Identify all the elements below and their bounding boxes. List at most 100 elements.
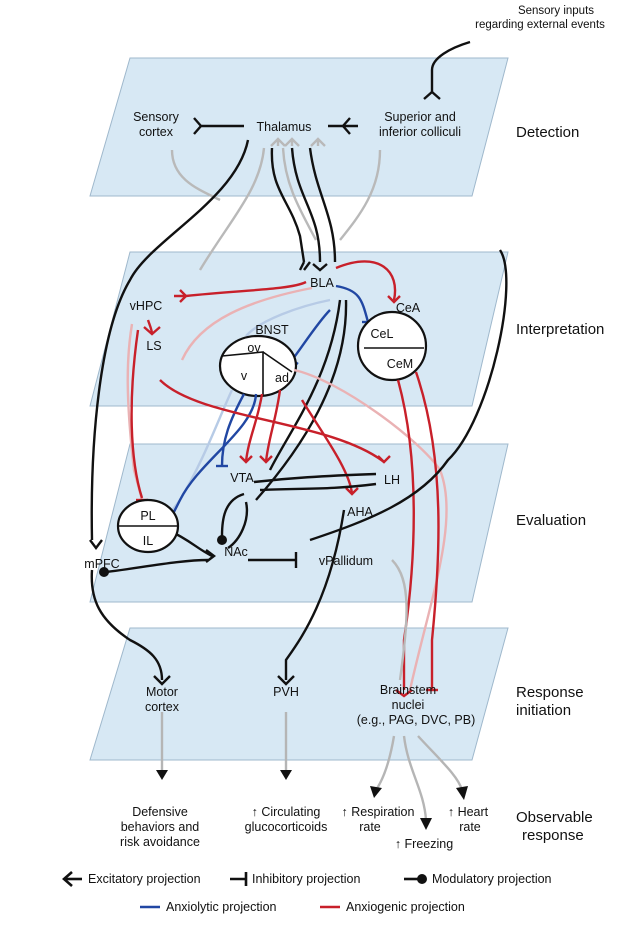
thalamus-colliculi-terminal <box>341 117 351 135</box>
vta-red-terminal-1 <box>239 455 253 464</box>
legend-inhibitory-label: Inhibitory projection <box>252 872 360 886</box>
nac-label: NAc <box>224 545 248 559</box>
gray-colliculi-down <box>339 149 382 241</box>
bnst-vta-red <box>244 393 264 463</box>
pvh-label: PVH <box>273 685 299 699</box>
bla-terminal-2 <box>312 263 328 272</box>
resp-arrowhead <box>370 786 382 798</box>
freezing-label: ↑ Freezing <box>395 837 453 851</box>
sensory-cortex-label-1: Sensory <box>133 110 180 124</box>
cea-label: CeA <box>396 301 421 315</box>
thalamus-bla-line-2 <box>290 147 322 263</box>
brainstem-label-3: (e.g., PAG, DVC, PB) <box>357 713 476 727</box>
defensive-label-2: behaviors and <box>121 820 200 834</box>
heart-label-1: ↑ Heart <box>448 805 489 819</box>
defensive-label-3: risk avoidance <box>120 835 200 849</box>
cea-red-terminal <box>387 295 401 304</box>
vhpc-red-terminal <box>174 289 188 303</box>
ad-label: ad <box>275 371 289 385</box>
plane-evaluation <box>89 443 509 603</box>
level-interpretation-label: Interpretation <box>516 321 604 338</box>
bnst-dividers <box>221 351 293 396</box>
vta-lh-black-1 <box>253 472 377 484</box>
motor-arrowhead <box>156 770 168 780</box>
freezing-arrowhead <box>420 818 432 830</box>
motor-terminal <box>153 675 171 686</box>
legend-anxiogenic-label: Anxiogenic projection <box>346 900 465 914</box>
resp-arrow-line <box>374 735 396 791</box>
level-detection-label: Detection <box>516 124 579 141</box>
motor-cortex-label-1: Motor <box>146 685 178 699</box>
legend-anxiolytic-label: Anxiolytic projection <box>166 900 277 914</box>
ov-label: ov <box>247 341 261 355</box>
colliculi-label-1: Superior and <box>384 110 456 124</box>
mpfc-terminal <box>89 539 103 550</box>
ls-lh-red <box>159 379 385 463</box>
sensory-inputs-label-1: Sensory inputs <box>518 5 594 17</box>
colliculi-label-2: inferior colliculi <box>379 125 461 139</box>
thalamus-gray-input-2 <box>284 137 300 147</box>
vhpc-pl-lightred <box>126 323 144 501</box>
thalamus-mpfc-line <box>90 139 250 541</box>
thalamus-bla-line-3 <box>308 147 337 263</box>
sensory-input-terminal <box>423 90 441 100</box>
sensory-inputs-label-2: regarding external events <box>475 19 605 31</box>
level-evaluation-label: Evaluation <box>516 512 586 529</box>
cem-brainstem-red-2 <box>414 371 440 690</box>
brainstem-red-terminal-1 <box>395 689 413 698</box>
ls-red-terminal <box>143 326 161 336</box>
level-observable-label-1: Observable <box>516 809 593 826</box>
lh-label: LH <box>384 473 400 487</box>
defensive-label-1: Defensive <box>132 805 188 819</box>
plane-detection <box>89 57 509 197</box>
brainstem-label-2: nuclei <box>392 698 425 712</box>
thalamus-label: Thalamus <box>257 120 312 134</box>
bla-label: BLA <box>310 276 334 290</box>
bla-cea-red <box>335 260 397 301</box>
legend-excitatory-label: Excitatory projection <box>88 872 201 886</box>
aha-label: AHA <box>347 505 373 519</box>
v-label: v <box>241 369 248 383</box>
vhpc-label: vHPC <box>130 299 163 313</box>
motor-cortex-label-2: cortex <box>145 700 180 714</box>
bla-bnst-lightblue <box>245 298 331 337</box>
pvh-arrowhead <box>280 770 292 780</box>
nac-modulatory-dot <box>217 535 227 545</box>
heart-arrowhead <box>456 786 468 800</box>
legend-modulatory-label: Modulatory projection <box>432 872 552 886</box>
legend: Excitatory projection Inhibitory project… <box>62 871 552 914</box>
heart-label-2: rate <box>459 820 481 834</box>
gluco-label-2: glucocorticoids <box>245 820 328 834</box>
nac-mpfc-black <box>105 558 209 574</box>
gluco-label-1: ↑ Circulating <box>252 805 321 819</box>
mpfc-modulatory-dot <box>99 567 109 577</box>
bla-cel-blue <box>335 284 370 323</box>
bla-vhpc-red <box>185 280 307 298</box>
vta-red-terminal-2 <box>259 455 273 464</box>
legend-inhibitory-icon <box>230 872 248 886</box>
bla-terminal-1 <box>298 261 311 271</box>
vhpc-pl-red <box>130 329 144 499</box>
nac-terminal <box>205 549 216 563</box>
il-label: IL <box>143 534 153 548</box>
cea-circle <box>356 310 428 382</box>
gray-thalamus-bla <box>281 147 318 241</box>
pvh-terminal <box>277 675 295 686</box>
sensory-cortex-label-2: cortex <box>139 125 174 139</box>
vta-nac-black <box>220 492 245 537</box>
freezing-arrow-line <box>402 735 428 821</box>
pl-label: PL <box>140 509 155 523</box>
bla-bnst-lightred <box>180 286 313 361</box>
brainstem-label-1: Brainstem <box>380 683 436 697</box>
vpallidum-brainstem-gray <box>391 559 408 681</box>
cem-label: CeM <box>387 357 413 371</box>
thalamus-bla-line-1 <box>270 147 306 263</box>
mpfc-motor-black <box>90 569 164 681</box>
bnst-circle <box>218 334 298 398</box>
heart-arrow-line <box>417 735 464 791</box>
resp-label-2: rate <box>359 820 381 834</box>
resp-label-1: ↑ Respiration <box>342 805 415 819</box>
thalamus-gray-input-3 <box>310 137 326 147</box>
